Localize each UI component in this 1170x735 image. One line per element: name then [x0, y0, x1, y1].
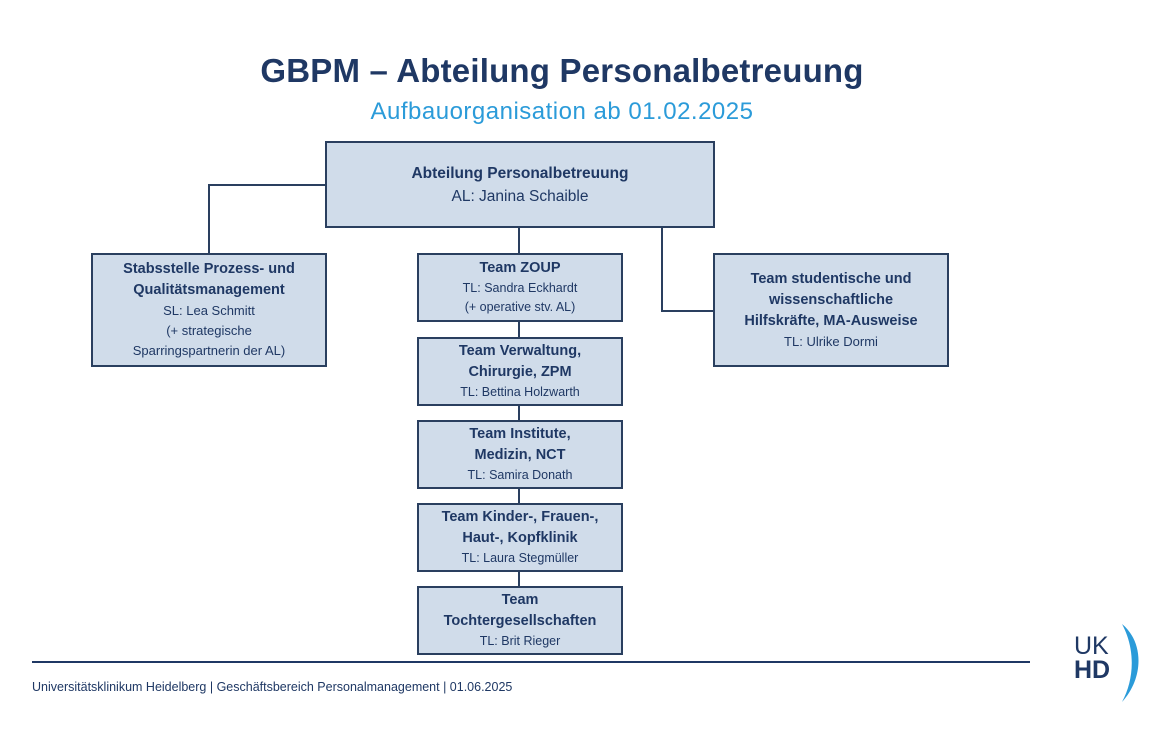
ukhd-logo: UK HD: [1064, 620, 1144, 704]
team-title: Team Institute,: [469, 426, 571, 442]
team-title: Medizin, NCT: [474, 447, 566, 463]
connector-team-3-4: [518, 487, 520, 505]
team-box-verwaltung: Team Verwaltung, Chirurgie, ZPM TL: Bett…: [417, 337, 623, 406]
logo-text-uk: UK: [1074, 632, 1109, 660]
team-lead: TL: Bettina Holzwarth: [460, 385, 580, 399]
student-team-box: Team studentische und wissenschaftliche …: [713, 253, 949, 367]
connector-head-to-student-h: [661, 310, 715, 312]
page-subtitle: Aufbauorganisation ab 01.02.2025: [370, 98, 754, 125]
staff-unit-title-1: Stabsstelle Prozess- und: [123, 261, 295, 277]
team-title: Chirurgie, ZPM: [468, 364, 572, 380]
staff-unit-box: Stabsstelle Prozess- und Qualitätsmanage…: [91, 253, 327, 367]
staff-unit-note-2: Sparringspartnerin der AL): [132, 343, 286, 358]
student-team-title-1: Team studentische und: [750, 270, 912, 287]
team-title: Haut-, Kopfklinik: [462, 530, 578, 546]
department-head-box: Abteilung Personalbetreuung AL: Janina S…: [325, 141, 715, 228]
student-team-lead: TL: Ulrike Dormi: [784, 333, 878, 349]
team-box-institute: Team Institute, Medizin, NCT TL: Samira …: [417, 420, 623, 489]
logo-arc-icon: [1122, 624, 1139, 702]
team-lead: TL: Laura Stegmüller: [461, 551, 579, 565]
connector-head-to-staff-h: [208, 184, 327, 186]
team-box-tochter: Team Tochtergesellschaften TL: Brit Rieg…: [417, 586, 623, 655]
department-name: Abteilung Personalbetreuung: [411, 164, 629, 182]
team-lead: TL: Samira Donath: [467, 468, 573, 482]
staff-unit-title-2: Qualitätsmanagement: [133, 282, 285, 298]
staff-unit-lead: SL: Lea Schmitt: [163, 303, 255, 318]
connector-team-2-3: [518, 404, 520, 422]
team-box-zoup: Team ZOUP TL: Sandra Eckhardt (+ operati…: [417, 253, 623, 322]
logo-text-hd: HD: [1074, 656, 1111, 684]
student-team-title-2: wissenschaftliche: [768, 291, 894, 308]
footer-text: Universitätsklinikum Heidelberg | Geschä…: [32, 680, 513, 694]
team-title: Team Kinder-, Frauen-,: [441, 509, 599, 525]
team-title: Team: [501, 592, 539, 608]
team-note: (+ operative stv. AL): [464, 300, 576, 314]
connector-head-to-teams: [518, 227, 520, 255]
connector-head-to-staff-v: [208, 184, 210, 255]
footer-divider: [32, 661, 1030, 663]
team-lead: TL: Brit Rieger: [479, 634, 561, 648]
team-title: Team Verwaltung,: [458, 343, 582, 359]
team-title: Team ZOUP: [479, 260, 561, 276]
page-title: GBPM – Abteilung Personalbetreuung: [260, 52, 864, 89]
connector-team-1-2: [518, 321, 520, 339]
connector-team-4-5: [518, 570, 520, 588]
connector-head-to-student-v: [661, 227, 663, 312]
student-team-title-3: Hilfskräfte, MA-Ausweise: [744, 312, 918, 329]
team-title: Tochtergesellschaften: [443, 613, 597, 629]
staff-unit-note-1: (+ strategische: [166, 323, 252, 338]
team-box-kinder: Team Kinder-, Frauen-, Haut-, Kopfklinik…: [417, 503, 623, 572]
team-lead: TL: Sandra Eckhardt: [462, 281, 578, 295]
department-lead: AL: Janina Schaible: [451, 187, 589, 205]
